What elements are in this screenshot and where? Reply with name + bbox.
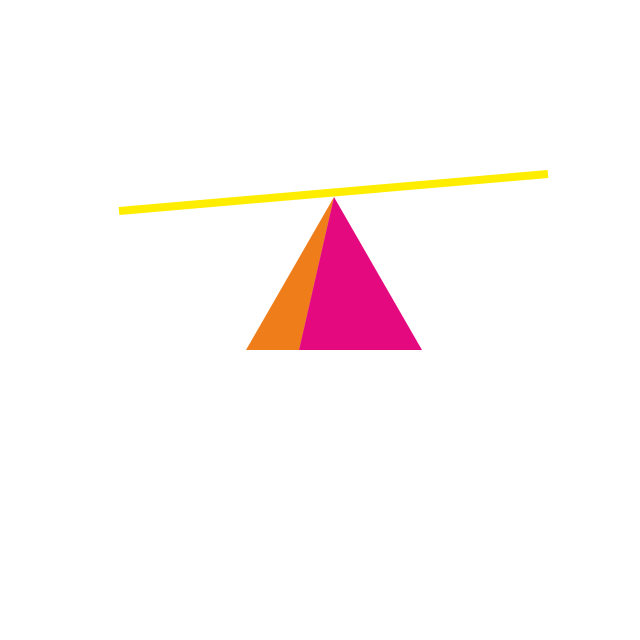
fulcrum-shade-face [246,197,334,350]
seesaw-beam [118,170,549,215]
fulcrum [246,197,422,350]
fulcrum-main-face [299,197,422,350]
